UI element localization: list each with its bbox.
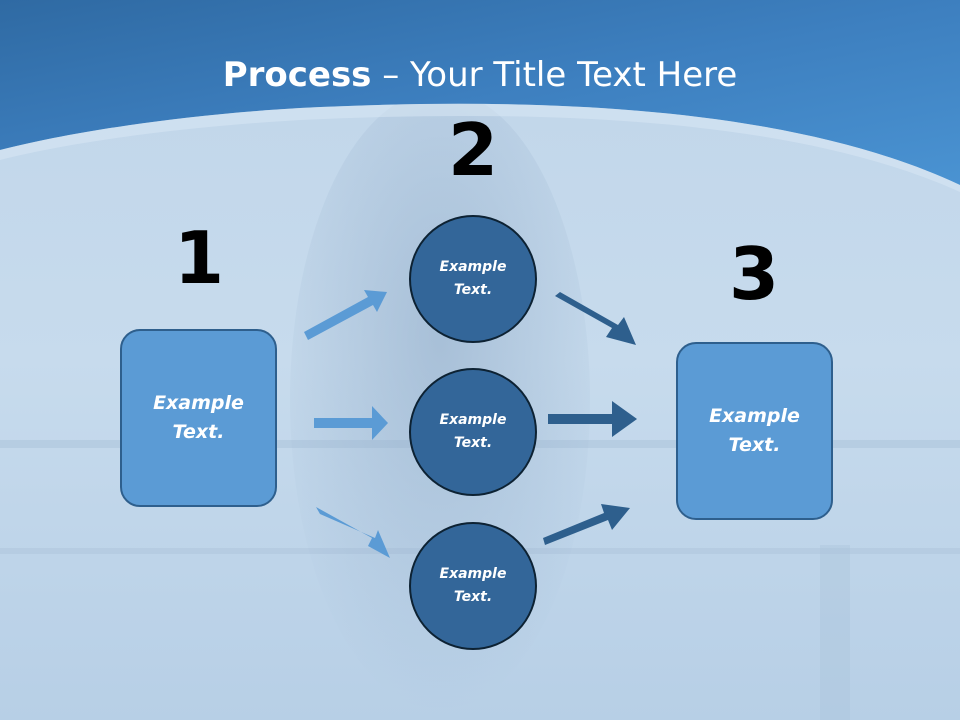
- title-rest: – Your Title Text Here: [371, 55, 738, 95]
- step-number-2: 2: [447, 108, 499, 192]
- arrow-1-to-top: [304, 290, 387, 340]
- arrow-1-to-bottom: [316, 507, 390, 558]
- arrow-middle-to-3: [548, 401, 637, 437]
- step-2-circle-top-text: Example Text.: [439, 259, 507, 298]
- step-3-box: Example Text.: [676, 342, 833, 520]
- step-3-box-text: Example Text.: [709, 405, 800, 456]
- step-number-1: 1: [173, 216, 225, 300]
- step-2-circle-bottom: Example Text.: [409, 522, 537, 650]
- step-2-circle-bottom-text: Example Text.: [439, 566, 507, 605]
- step-1-box: Example Text.: [120, 329, 277, 507]
- slide-title: Process – Your Title Text Here: [0, 52, 960, 98]
- step-number-3: 3: [728, 232, 780, 316]
- title-bold: Process: [222, 55, 372, 95]
- arrow-bottom-to-3: [543, 504, 630, 545]
- step-2-circle-middle-text: Example Text.: [439, 412, 507, 451]
- step-1-box-text: Example Text.: [153, 392, 244, 443]
- arrow-1-to-middle: [314, 406, 388, 440]
- step-2-circle-middle: Example Text.: [409, 368, 537, 496]
- arrow-top-to-3: [555, 292, 636, 345]
- step-2-circle-top: Example Text.: [409, 215, 537, 343]
